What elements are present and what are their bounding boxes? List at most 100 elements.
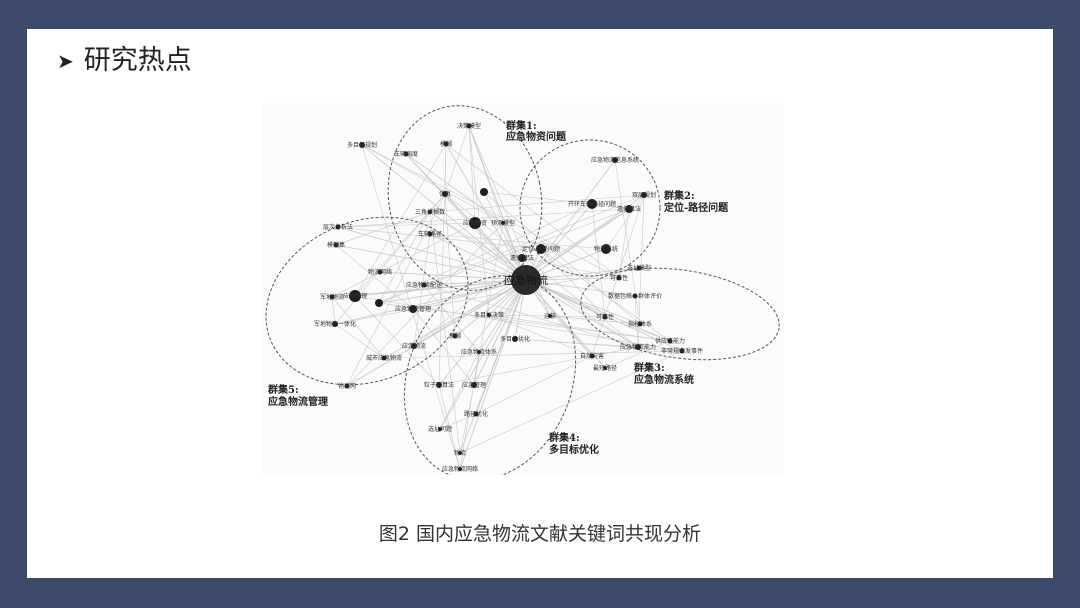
- svg-text:物流: 物流: [454, 449, 466, 457]
- edge: [361, 144, 620, 279]
- keyword-node: 应急管理: [343, 290, 367, 302]
- heading-text: 研究热点: [83, 45, 192, 76]
- edge: [405, 153, 593, 357]
- edge: [429, 211, 461, 454]
- edge: [346, 279, 527, 387]
- keyword-node: 多目标优化: [500, 335, 530, 343]
- svg-text:层次分析法: 层次分析法: [323, 223, 353, 231]
- keyword-node: 遗传算法: [510, 254, 534, 262]
- edge: [354, 295, 440, 386]
- svg-text:应急物流管理: 应急物流管理: [268, 395, 328, 408]
- svg-text:车辆路径: 车辆路径: [418, 230, 442, 238]
- keyword-node: 自然灾害: [580, 352, 604, 360]
- edge: [337, 222, 476, 228]
- svg-text:预测模型: 预测模型: [491, 219, 515, 227]
- keyword-node: 粒子群算法: [424, 381, 454, 389]
- edge: [334, 193, 446, 325]
- edge: [335, 211, 431, 246]
- edge: [483, 191, 593, 205]
- keyword-node: 应急物流能力: [620, 343, 656, 351]
- edge: [423, 284, 480, 353]
- keyword-node: 定位-路径问题: [522, 244, 560, 254]
- svg-text:遗传算法: 遗传算法: [617, 205, 641, 213]
- keyword-node: 模糊集: [327, 241, 345, 249]
- edge: [591, 203, 630, 210]
- keyword-node: 遗传算法: [617, 205, 641, 213]
- keyword-node: 应急管理: [462, 381, 486, 389]
- slide-heading: ➤ 研究热点: [57, 43, 192, 79]
- svg-text:应急物流能力: 应急物流能力: [620, 343, 656, 351]
- edge: [438, 143, 447, 386]
- keyword-node: 仿真: [439, 190, 451, 198]
- keyword-node: 多目标规划: [347, 141, 377, 149]
- edge: [637, 194, 645, 348]
- center-node: 应急物流: [504, 265, 548, 295]
- edge: [459, 350, 683, 454]
- edge: [549, 315, 641, 325]
- svg-text:三角模糊数: 三角模糊数: [415, 208, 445, 216]
- edge: [438, 355, 593, 386]
- edge: [459, 384, 475, 454]
- edge: [605, 194, 645, 250]
- cluster-3-label: 群集3: 应急物流系统: [634, 361, 694, 386]
- keyword-node: 最短路径: [593, 364, 617, 372]
- edge: [337, 226, 542, 250]
- edge: [604, 340, 671, 369]
- keyword-node: 三角模糊数: [415, 208, 445, 216]
- svg-text:定位-路径问题: 定位-路径问题: [522, 245, 560, 253]
- edge: [383, 350, 683, 359]
- keyword-node: 选址问题: [428, 425, 452, 433]
- keyword-node: 预测模型: [491, 219, 515, 227]
- cluster-2-label: 群集2: 定位-路径问题: [664, 189, 729, 214]
- svg-text:模糊集: 模糊集: [327, 241, 345, 249]
- edge: [423, 284, 639, 348]
- edge: [378, 208, 630, 304]
- keyword-node: 物流系统: [594, 244, 618, 254]
- edge: [604, 316, 671, 342]
- keyword-node: 应急物流管理: [395, 305, 431, 313]
- svg-text:群集5:: 群集5:: [268, 383, 299, 396]
- figure-caption: 图2 国内应急物流文献关键词共现分析: [378, 523, 702, 545]
- svg-text:多目标优化: 多目标优化: [500, 335, 530, 343]
- edge: [335, 244, 527, 281]
- edge: [335, 244, 414, 310]
- cluster-1-outline: [387, 105, 543, 291]
- keyword-node: 路径优化: [464, 410, 488, 418]
- edge: [445, 143, 620, 279]
- edge: [331, 222, 476, 298]
- edge: [591, 346, 639, 357]
- keyword-node: 模糊: [440, 140, 452, 148]
- svg-text:可靠性: 可靠性: [610, 274, 628, 282]
- edge: [334, 279, 527, 325]
- keyword-node: 应急物流体系: [461, 348, 497, 356]
- svg-text:多目标决策: 多目标决策: [474, 311, 504, 319]
- edge: [337, 208, 630, 228]
- keyword-node: [480, 188, 488, 196]
- keyword-node: 非常规突发事件: [661, 347, 703, 355]
- svg-text:决策模型: 决策模型: [457, 122, 481, 130]
- svg-text:非常规突发事件: 非常规突发事件: [661, 347, 703, 355]
- svg-text:选址模型: 选址模型: [627, 264, 651, 272]
- edge: [346, 193, 446, 387]
- cluster-5-label: 群集5: 应急物流管理: [268, 383, 328, 408]
- keyword-node: 可靠性: [596, 313, 614, 321]
- edge: [488, 314, 593, 357]
- keyword-node: 运输: [544, 312, 556, 320]
- keyword-node: [375, 299, 383, 307]
- edge: [444, 193, 456, 337]
- edge: [334, 267, 640, 325]
- keyword-node: 应急物流网络: [442, 465, 478, 473]
- keyword-node: 军地物流: [320, 293, 344, 301]
- keyword-node: 供应链能力: [655, 337, 685, 345]
- edge: [459, 351, 480, 470]
- svg-text:应急物流: 应急物流: [504, 273, 548, 287]
- edge: [413, 233, 431, 347]
- keyword-node: 军地物流一体化: [314, 320, 356, 328]
- keyword-node: 物流网: [338, 382, 356, 390]
- keyword-node: 数据包络—群体评价: [608, 292, 662, 300]
- edge: [468, 125, 527, 281]
- edge: [591, 203, 606, 318]
- edge: [454, 279, 527, 337]
- keyword-node: 选址模型: [627, 264, 651, 272]
- edge: [525, 279, 636, 297]
